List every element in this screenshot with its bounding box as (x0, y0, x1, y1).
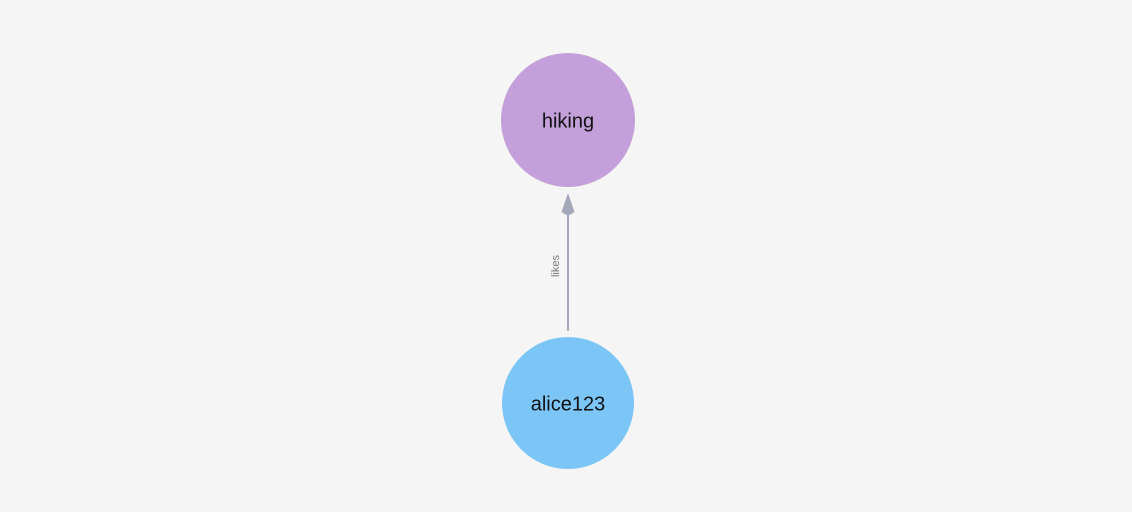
graph-edge-alice123-likes-hiking[interactable]: likes (550, 193, 575, 331)
node-circle-alice123[interactable] (502, 337, 634, 469)
node-circle-hiking[interactable] (501, 53, 635, 187)
arrowhead-icon (561, 193, 575, 216)
graph-node-hiking[interactable]: hiking (501, 53, 635, 187)
node-label-alice123: alice123 (531, 393, 606, 415)
edge-label-likes: likes (550, 255, 562, 278)
node-label-hiking: hiking (542, 110, 594, 132)
graph-node-alice123[interactable]: alice123 (502, 337, 634, 469)
